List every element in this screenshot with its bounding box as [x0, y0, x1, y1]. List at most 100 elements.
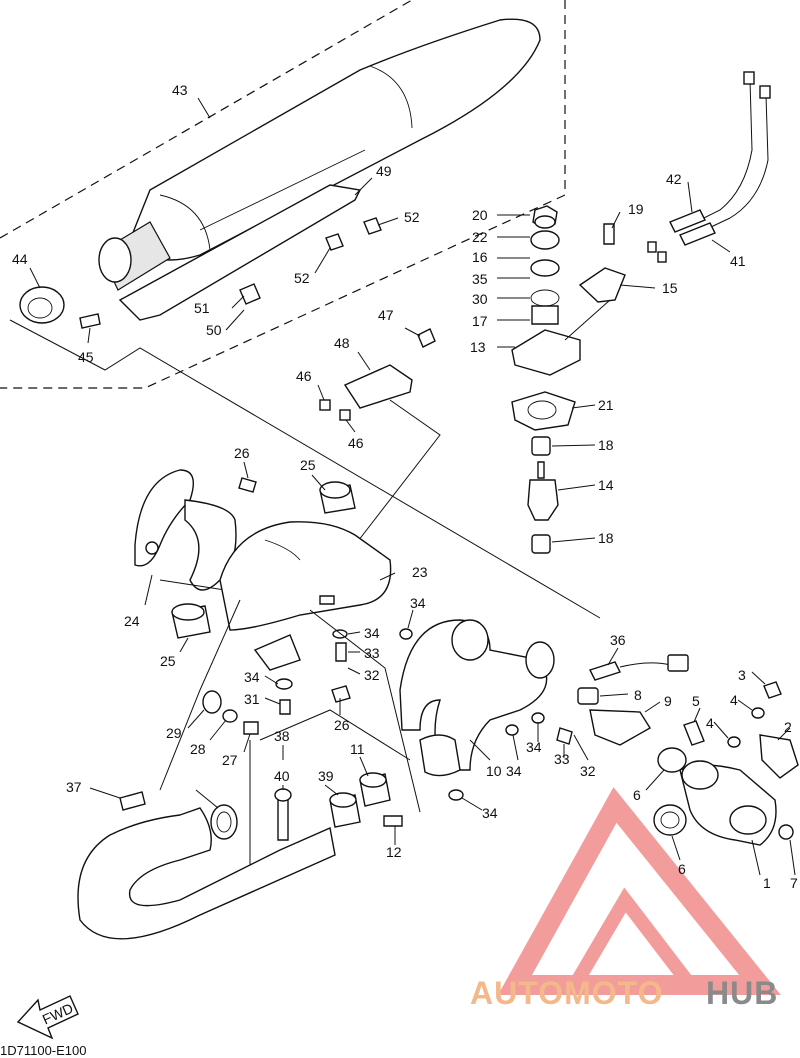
callout-22: 22 [472, 229, 488, 245]
bush-18-upper [531, 436, 596, 456]
callout-29: 29 [166, 725, 182, 741]
callout-33: 33 [554, 751, 570, 767]
callout-35: 35 [472, 271, 488, 287]
callout-8: 8 [634, 687, 642, 703]
callout-15: 15 [662, 280, 678, 296]
callout-21: 21 [598, 397, 614, 413]
gasket-6-right [653, 804, 687, 861]
callout-7: 7 [790, 875, 798, 891]
watermark-text: AUTOMOTO HUB [470, 975, 778, 1011]
callout-25: 25 [160, 653, 176, 669]
callout-40: 40 [274, 768, 290, 784]
callout-42: 42 [666, 171, 682, 187]
bolt-7 [778, 824, 796, 876]
callout-43: 43 [172, 82, 188, 98]
callout-34: 34 [244, 669, 260, 685]
bush-8 [577, 687, 629, 705]
heat-shield-23 [219, 521, 396, 631]
callout-23: 23 [412, 564, 428, 580]
callout-24: 24 [124, 613, 140, 629]
collector-1 [679, 760, 777, 876]
callout-39: 39 [318, 768, 334, 784]
callout-31: 31 [244, 691, 260, 707]
callout-45: 45 [78, 349, 94, 365]
callout-26: 26 [334, 717, 350, 733]
callout-36: 36 [610, 632, 626, 648]
callout-44: 44 [12, 251, 28, 267]
gasket-6-center [645, 747, 687, 791]
callout-49: 49 [376, 163, 392, 179]
collar-25-lower [171, 603, 211, 653]
callout-30: 30 [472, 291, 488, 307]
callout-51: 51 [194, 300, 210, 316]
callout-33: 33 [364, 645, 380, 661]
callout-37: 37 [66, 779, 82, 795]
bracket-center [159, 599, 421, 813]
callout-18: 18 [598, 530, 614, 546]
heat-shield-2 [759, 727, 799, 779]
callout-6: 6 [633, 787, 641, 803]
muffler-cap-44 [19, 286, 65, 324]
muffler-leaders [9, 97, 601, 619]
callout-3: 3 [738, 667, 746, 683]
callout-27: 27 [222, 752, 238, 768]
callout-labels: 1 2 3 4 4 5 6 6 7 8 9 10 11 12 13 14 15 … [12, 82, 798, 891]
muffler-43 [98, 18, 541, 321]
watermark-part2: HUB [706, 975, 778, 1011]
callout-5: 5 [692, 693, 700, 709]
callout-14: 14 [598, 477, 614, 493]
muffler-assembly-boundary [0, 0, 566, 389]
callout-10: 10 [486, 763, 502, 779]
callout-46: 46 [348, 435, 364, 451]
rear-pipe-10 [399, 619, 555, 777]
cable-assembly-41-42 [647, 71, 771, 263]
bush-18-lower [531, 534, 596, 554]
bolt-12 [383, 815, 403, 845]
stud-bolt-5 [683, 707, 705, 746]
callout-13: 13 [470, 339, 486, 355]
nut-34-lower [448, 789, 483, 811]
sensor-36 [589, 647, 689, 681]
callout-11: 11 [350, 741, 365, 757]
collar-11 [359, 756, 391, 807]
callout-32: 32 [364, 667, 380, 683]
callout-17: 17 [472, 313, 488, 329]
gasket-21 [511, 391, 596, 431]
bolt-26-upper [238, 461, 257, 493]
actuator-14 [527, 461, 596, 521]
callout-25: 25 [300, 457, 316, 473]
callout-16: 16 [472, 249, 488, 265]
callout-4: 4 [706, 715, 714, 731]
callout-52: 52 [404, 209, 420, 225]
callout-47: 47 [378, 307, 394, 323]
callout-34: 34 [526, 739, 542, 755]
callout-4: 4 [730, 692, 738, 708]
bolt-3 [751, 671, 782, 699]
diagram-code: 1D71100-E100 [0, 1043, 87, 1058]
callout-32: 32 [580, 763, 596, 779]
callout-38: 38 [274, 728, 290, 744]
header-pipe-24 [134, 469, 237, 606]
callout-46: 46 [296, 368, 312, 384]
callout-9: 9 [664, 693, 672, 709]
heat-shield-9 [589, 701, 661, 746]
bracket-15 [564, 211, 656, 341]
callout-34: 34 [410, 595, 426, 611]
callout-34: 34 [482, 805, 498, 821]
callout-2: 2 [784, 719, 792, 735]
callout-28: 28 [190, 741, 206, 757]
collar-25-upper [311, 474, 356, 514]
watermark-logo [498, 787, 781, 995]
center-fasteners [187, 595, 414, 753]
front-header-pipe [77, 709, 411, 940]
callout-34: 34 [506, 763, 522, 779]
watermark-part1: AUTOMOTO [470, 975, 663, 1011]
washers-4 [713, 699, 765, 748]
callout-12: 12 [386, 844, 402, 860]
nuts-34-right [505, 712, 589, 761]
fwd-arrow: FWD [16, 995, 79, 1040]
callout-1: 1 [763, 875, 771, 891]
callout-52: 52 [294, 270, 310, 286]
muffler-bolts [79, 217, 382, 329]
